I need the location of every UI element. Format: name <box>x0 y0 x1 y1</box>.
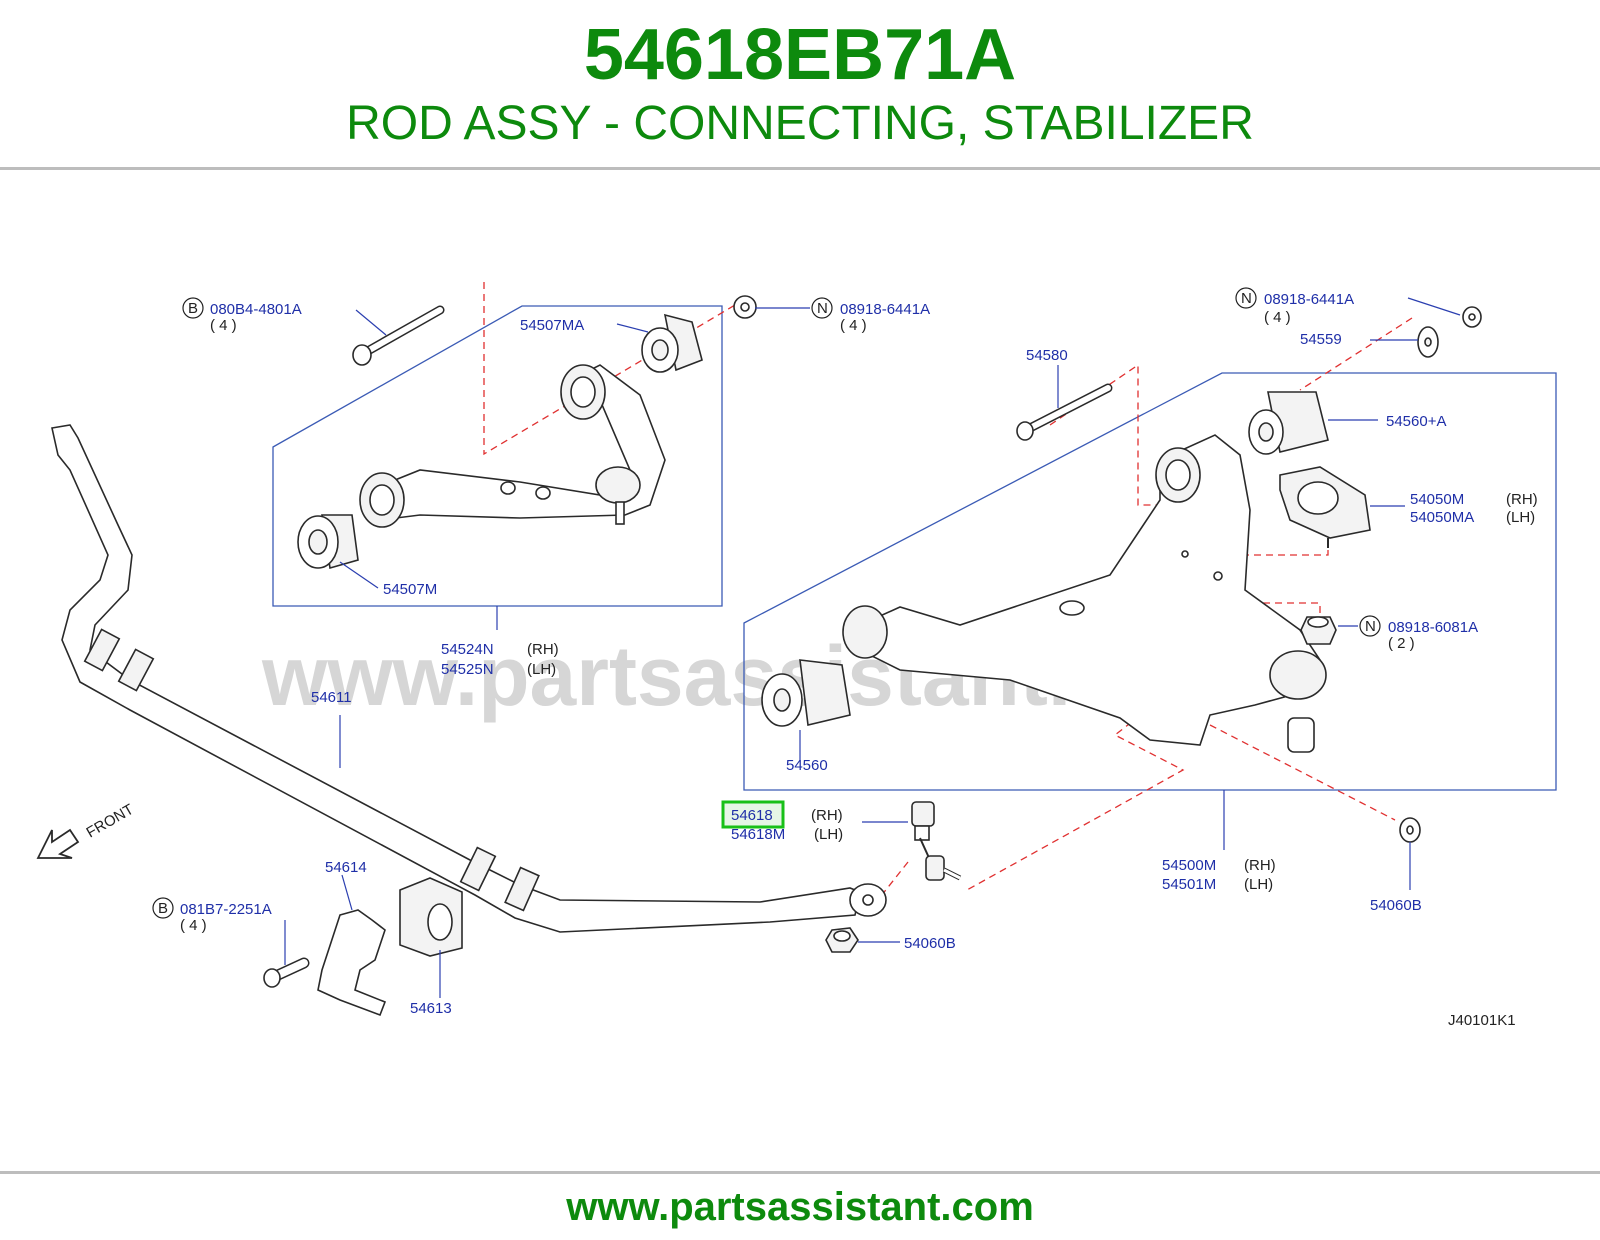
label-54050M[interactable]: 54050M <box>1410 491 1464 508</box>
label-54560A[interactable]: 54560+A <box>1386 413 1446 430</box>
label-54618-side: (RH) <box>811 807 843 824</box>
label-54525N-side: (LH) <box>527 661 556 678</box>
callout-b2-part[interactable]: 081B7-2251A <box>180 901 272 918</box>
parts-diagram: www.partsassistant.com <box>0 170 1600 1170</box>
balljoint-dash <box>1209 724 1396 821</box>
callout-n1-part[interactable]: 08918-6441A <box>840 301 930 318</box>
callout-b1-letter: B <box>188 300 198 317</box>
callout-b2-qty: ( 4 ) <box>180 917 207 934</box>
label-54501M[interactable]: 54501M <box>1162 876 1216 893</box>
highlight-54618-box <box>721 800 785 829</box>
label-54611[interactable]: 54611 <box>311 689 352 706</box>
callout-n3-qty: ( 2 ) <box>1388 635 1415 652</box>
bolt-081B7-icon <box>263 957 310 988</box>
bushing-54507MA-icon <box>641 313 703 373</box>
callout-b2-circle <box>152 897 174 919</box>
label-54618M-side: (LH) <box>814 826 843 843</box>
front-arrow-icon <box>36 828 80 859</box>
upper-bolt-dash <box>483 282 741 456</box>
nut-08918-6441A-lower-icon <box>1462 306 1482 328</box>
callout-n1-letter: N <box>817 300 828 317</box>
label-54050M-side: (RH) <box>1506 491 1538 508</box>
callout-n2-qty: ( 4 ) <box>1264 309 1291 326</box>
bushing-54560A-icon <box>1248 391 1329 455</box>
bolt-54580-icon <box>1016 383 1113 441</box>
callout-n3[interactable]: N 08918-6081A ( 2 ) <box>1359 615 1478 652</box>
callout-n1[interactable]: N 08918-6441A ( 4 ) <box>811 297 930 334</box>
callout-b2-letter: B <box>158 900 168 917</box>
label-54060B-lower[interactable]: 54060B <box>904 935 956 952</box>
footer-url-link[interactable]: www.partsassistant.com <box>566 1185 1034 1229</box>
label-54050MA[interactable]: 54050MA <box>1410 509 1474 526</box>
label-54524N-side: (RH) <box>527 641 559 658</box>
label-54050MA-side: (LH) <box>1506 509 1535 526</box>
label-54524N[interactable]: 54524N <box>441 641 494 658</box>
part-name-subtitle: ROD ASSY - CONNECTING, STABILIZER <box>346 97 1254 150</box>
nut-54060B-lower-icon <box>825 927 859 953</box>
bushing-54613-icon <box>399 877 463 957</box>
callout-b1-qty: ( 4 ) <box>210 317 237 334</box>
alignment-dashes <box>483 282 1413 916</box>
leader-54507M <box>339 561 379 589</box>
leader-54507MA <box>616 323 649 333</box>
label-54580[interactable]: 54580 <box>1026 347 1068 364</box>
connecting-rod-54618-icon <box>911 801 962 881</box>
callout-b1[interactable]: B 080B4-4801A ( 4 ) <box>182 297 302 334</box>
callout-n2-letter: N <box>1241 290 1252 307</box>
label-54501M-side: (LH) <box>1244 876 1273 893</box>
lower-arm-icon <box>842 434 1327 753</box>
callout-n2-circle <box>1235 287 1257 309</box>
bracket-54614-icon <box>317 909 387 1017</box>
callout-n1-circle <box>811 297 833 319</box>
label-54507MA[interactable]: 54507MA <box>520 317 584 334</box>
part-number-title: 54618EB71A <box>583 15 1017 95</box>
nut-08918-6441A-upper-icon <box>733 295 757 319</box>
callout-n2-part[interactable]: 08918-6441A <box>1264 291 1354 308</box>
callout-b1-circle <box>182 297 204 319</box>
leader-n2 <box>1407 297 1461 316</box>
label-54560[interactable]: 54560 <box>786 757 828 774</box>
leader-lines <box>284 297 1461 998</box>
front-label: FRONT <box>84 801 137 842</box>
label-54559[interactable]: 54559 <box>1300 331 1342 348</box>
header-divider <box>0 167 1600 170</box>
upper-arm-icon <box>359 364 666 528</box>
callout-n1-qty: ( 4 ) <box>840 317 867 334</box>
label-54500M[interactable]: 54500M <box>1162 857 1216 874</box>
page-header: 54618EB71A ROD ASSY - CONNECTING, STABIL… <box>0 0 1600 168</box>
callout-b2[interactable]: B 081B7-2251A ( 4 ) <box>152 897 272 934</box>
label-54614[interactable]: 54614 <box>325 859 367 876</box>
label-54507M[interactable]: 54507M <box>383 581 437 598</box>
callout-n3-circle <box>1359 615 1381 637</box>
leader-b1 <box>355 309 387 336</box>
callout-n2[interactable]: N 08918-6441A ( 4 ) <box>1235 287 1354 326</box>
stopper-54050M-icon <box>1279 466 1371 548</box>
nut-08918-6081A-icon <box>1300 616 1337 645</box>
label-54613[interactable]: 54613 <box>410 1000 452 1017</box>
callout-n3-letter: N <box>1365 618 1376 635</box>
callout-b1-part[interactable]: 080B4-4801A <box>210 301 302 318</box>
label-54525N[interactable]: 54525N <box>441 661 494 678</box>
bushing-54560-icon <box>761 659 851 727</box>
label-54618M[interactable]: 54618M <box>731 826 785 843</box>
callout-n3-part[interactable]: 08918-6081A <box>1388 619 1478 636</box>
upper-arm-group-box <box>272 305 723 607</box>
rear-bushing-dash <box>1299 317 1413 391</box>
label-54060B-right[interactable]: 54060B <box>1370 897 1422 914</box>
footer-divider <box>0 1171 1600 1174</box>
bolt-080B4-icon <box>352 305 445 366</box>
diagram-code: J40101K1 <box>1448 1012 1516 1029</box>
washer-54559-icon <box>1417 326 1439 358</box>
label-54500M-side: (RH) <box>1244 857 1276 874</box>
diagram-canvas: www.partsassistant.com <box>36 282 1557 1029</box>
leader-54614 <box>341 874 353 911</box>
stabilizer-bar-icon <box>51 424 887 933</box>
bushing-54507M-icon <box>297 514 359 570</box>
nut-54060B-right-icon <box>1399 817 1421 843</box>
label-54618[interactable]: 54618 <box>731 807 773 824</box>
lower-arm-group-box <box>743 372 1557 791</box>
